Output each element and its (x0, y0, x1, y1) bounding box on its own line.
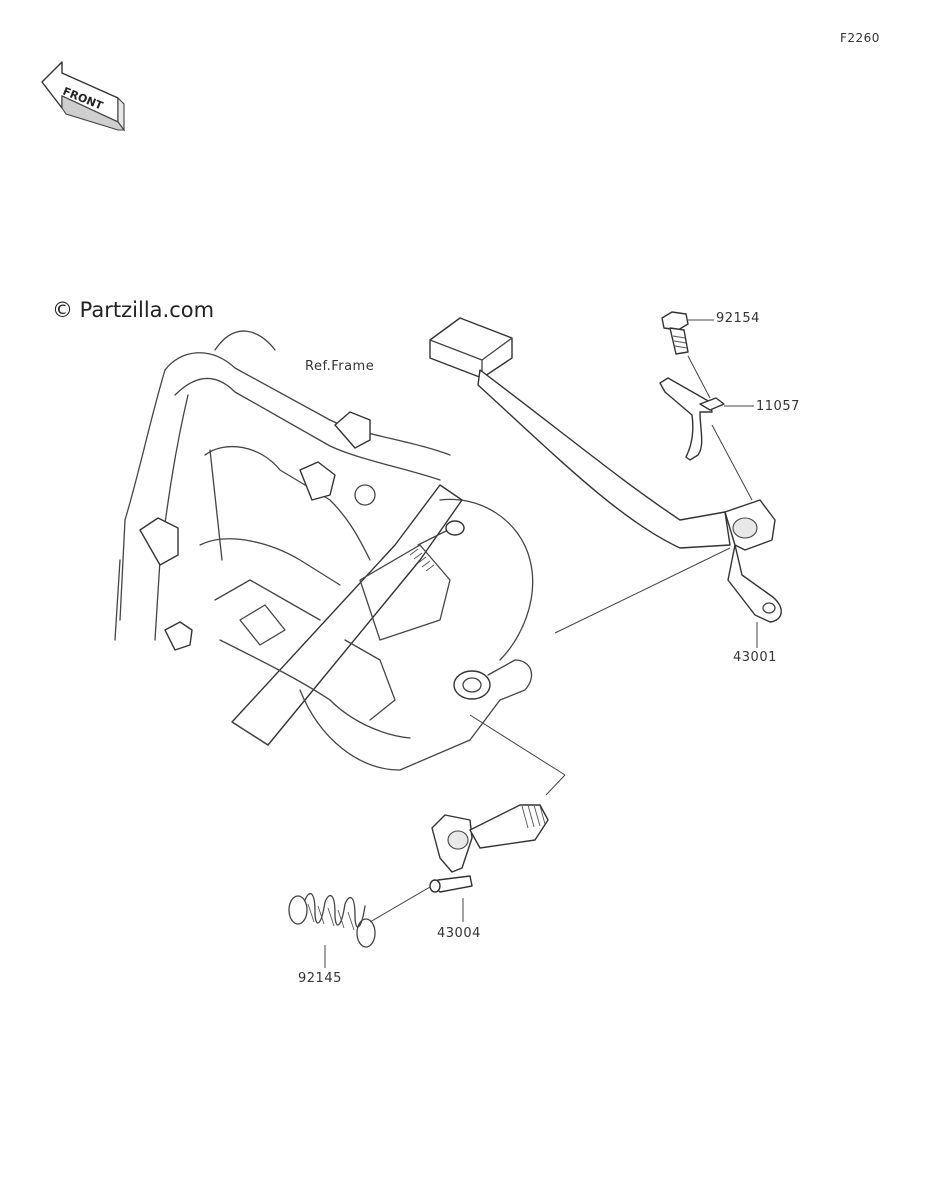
brake-pedal-icon (429, 317, 782, 648)
bolt-icon (661, 311, 714, 355)
front-arrow-icon: FRONT (41, 61, 126, 132)
bracket-icon (659, 355, 754, 461)
frame-engine-assembly (114, 330, 534, 771)
part-number-43001[interactable]: 43001 (733, 650, 777, 665)
part-number-92145[interactable]: 92145 (298, 971, 342, 986)
part-number-43004[interactable]: 43004 (437, 926, 481, 941)
watermark-text: © Partzilla.com (52, 298, 215, 322)
shaft-icon (369, 714, 566, 923)
ref-frame-label: Ref.Frame (305, 359, 375, 374)
part-number-11057[interactable]: 11057 (756, 399, 800, 414)
figure-code: F2260 (840, 31, 880, 45)
spring-icon (288, 892, 376, 968)
part-number-92154[interactable]: 92154 (716, 311, 760, 326)
